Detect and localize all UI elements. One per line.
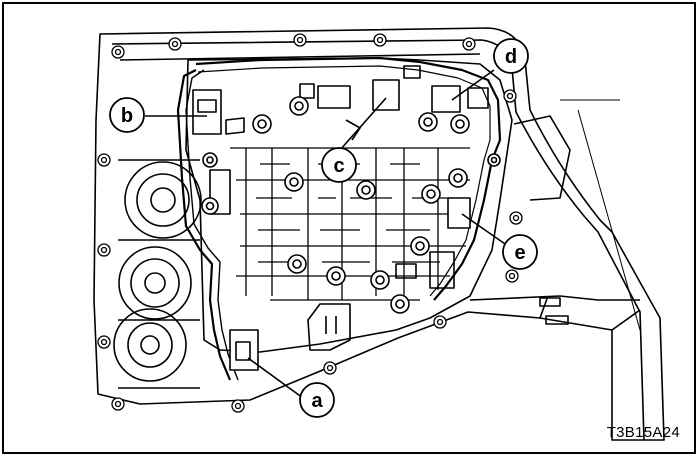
callout-a: a	[299, 382, 335, 418]
servo-upper	[124, 161, 202, 239]
valve-body-outline	[185, 57, 513, 353]
leader-line-e	[461, 213, 509, 247]
callout-c: c	[321, 147, 357, 183]
case-flange-bolts	[97, 33, 523, 413]
callout-label-b: b	[121, 105, 133, 127]
leader-line-a	[247, 357, 304, 399]
callout-label-d: d	[505, 46, 517, 68]
callout-label-c: c	[333, 155, 344, 177]
leader-line-d	[451, 69, 495, 101]
callout-e: e	[502, 234, 538, 270]
servo-lower	[113, 308, 187, 382]
leader-line-c	[339, 97, 387, 151]
callout-d: d	[493, 38, 529, 74]
wiring-harness	[176, 69, 232, 381]
solenoid-connector-d	[431, 85, 461, 113]
valve-body-bolts	[201, 96, 501, 314]
callout-label-e: e	[514, 242, 525, 264]
solenoid-connector-e	[447, 197, 471, 229]
callout-b: b	[109, 97, 145, 133]
solenoid-connector-a	[229, 329, 259, 371]
servo-middle	[118, 246, 192, 320]
figure-id-label: T3B15A24	[606, 424, 680, 441]
callout-label-a: a	[311, 390, 323, 412]
solenoid-connector-c	[372, 79, 400, 111]
